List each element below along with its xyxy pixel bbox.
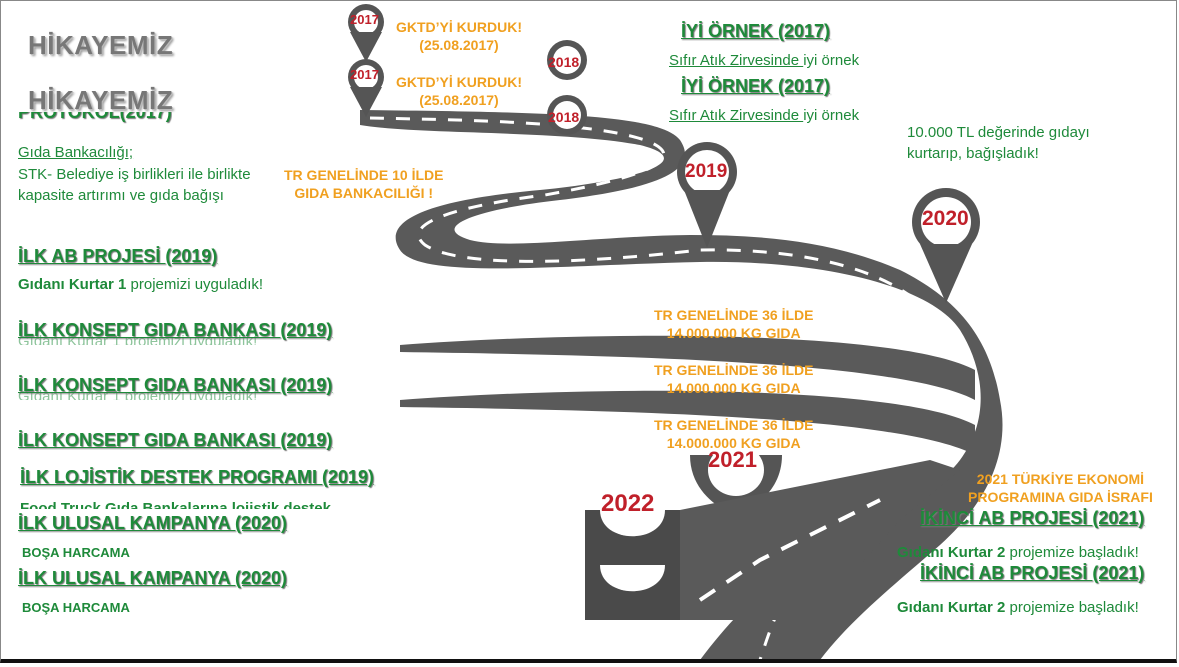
event-iyi-ornek-heading: İYİ ÖRNEK (2017) [681,21,831,41]
map-pin-icon [348,4,384,62]
year-2021-label: 2021 [708,447,757,472]
road-arc [400,390,975,455]
event-ikinci-ab-heading-repeat: İKİNCİ AB PROJESİ (2021) [920,563,1145,583]
event-konsept-heading: İLK KONSEPT GIDA BANKASI (2019) [18,320,333,340]
event-food-truck-text-cut: Food Truck Gıda Bankalarına lojistik des… [20,500,331,509]
map-pin-icon [585,510,680,620]
year-2022-label: 2022 [601,490,655,517]
event-ikinci-ab-heading: İKİNCİ AB PROJESİ (2021) [920,508,1145,528]
event-lojistik-heading: İLK LOJİSTİK DESTEK PROGRAMI (2019) [20,467,375,487]
year-2019-label: 2019 [685,161,728,182]
year-2020-label: 2020 [922,207,969,230]
event-iyi-ornek-text-repeat: Sıfır Atık Zirvesinde iyi örnek [669,107,860,124]
map-pin-icon [547,95,587,135]
road-body [360,110,1003,660]
ghost-text: Gıdanı Kurtar 1 projemizi uyguladık! [18,388,258,400]
event-iyi-ornek-text: Sıfır Atık Zirvesinde iyi örnek [669,52,860,69]
event-gktd-repeat: GKTD’Yİ KURDUK!(25.08.2017) [396,74,522,108]
year-2017-label: 2017 [350,12,379,27]
event-ulusal-sub: BOŞA HARCAMA [22,545,130,560]
page-title: HİKAYEMİZ [28,30,174,60]
event-ulusal-heading: İLK ULUSAL KAMPANYA (2020) [18,513,288,533]
event-ikinci-ab-text: Gıdanı Kurtar 2 projemize başladık! [897,544,1139,561]
event-iyi-ornek-heading-repeat: İYİ ÖRNEK (2017) [681,76,831,96]
road-center-line [698,498,881,602]
event-gktd: GKTD’Yİ KURDUK!(25.08.2017) [396,19,522,53]
event-stk-text: STK- Belediye iş birlikleri ile birlikte… [18,166,251,204]
event-ikinci-ab-text-repeat: Gıdanı Kurtar 2 projemize başladık! [897,599,1139,616]
event-gida-bankaciligi: Gıda Bankacılığı; [18,144,134,161]
event-protokol-heading-cut: PROTOKOL(2017) [18,112,172,122]
event-kurtarip-text: 10.000 TL değerinde gıdayı kurtarıp, bağ… [907,124,1090,162]
year-2018-label: 2018 [548,109,580,125]
map-pin-icon [677,142,737,248]
event-ulusal-sub-repeat: BOŞA HARCAMA [22,600,130,615]
road-arc [400,335,975,400]
event-ilk-ab-text: Gıdanı Kurtar 1 projemizi uyguladık! [18,276,264,293]
event-konsept-heading-repeat: İLK KONSEPT GIDA BANKASI (2019) [18,375,333,395]
event-konsept-heading-repeat: İLK KONSEPT GIDA BANKASI (2019) [18,430,333,450]
road-lower [680,460,960,620]
map-pin-icon [348,59,384,117]
year-2017-label: 2017 [350,67,379,82]
ghost-text: Gıdanı Kurtar 1 projemizi uyguladık! [18,333,258,345]
page-title-repeat: HİKAYEMİZ [28,85,174,115]
map-pin-icon [547,40,587,80]
event-ilk-ab-heading: İLK AB PROJESİ (2019) [18,246,218,266]
map-pin-icon [912,188,980,303]
event-ulusal-heading-repeat: İLK ULUSAL KAMPANYA (2020) [18,568,288,588]
road-center-line [369,116,962,661]
year-2018-label: 2018 [548,54,580,70]
